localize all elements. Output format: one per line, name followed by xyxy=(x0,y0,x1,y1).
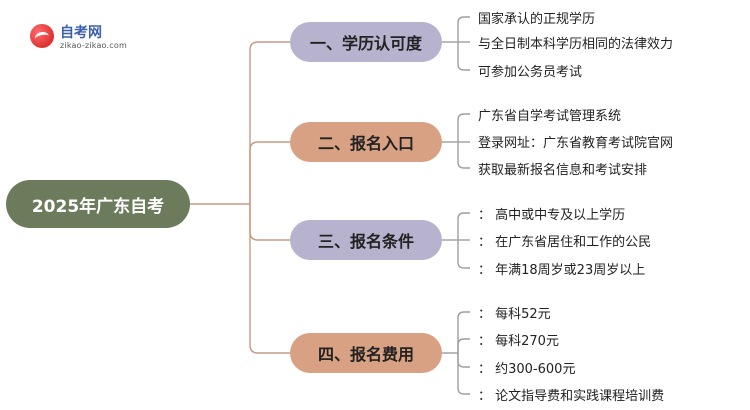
leaf-text: 可参加公务员考试 xyxy=(478,65,583,80)
leaf-connector-2-3 xyxy=(457,142,470,169)
branch-node-4: 四、报名费用 xyxy=(290,333,442,373)
leaf-text: ： 论文指导费和实践课程培训费 xyxy=(478,389,665,404)
leaf-text: ： 每科270元 xyxy=(478,334,559,349)
branch-connector-1 xyxy=(249,41,290,204)
logo-subtitle: zikao-zikao.com xyxy=(60,41,127,50)
branch-node-3: 三、报名条件 xyxy=(290,220,442,260)
leaf-text: ： 每科52元 xyxy=(478,307,551,322)
leaf-connector-1-3 xyxy=(457,42,470,71)
leaf-connector-4-1 xyxy=(457,311,470,353)
leaf-text: ： 年满18周岁或23周岁以上 xyxy=(478,263,646,278)
leaf-text: ： 高中或中专及以上学历 xyxy=(478,208,626,223)
branch-connector-3 xyxy=(249,204,290,241)
leaf-text: 获取最新报名信息和考试安排 xyxy=(478,163,648,178)
leaf-text: ： 在广东省居住和工作的公民 xyxy=(478,235,652,250)
branch-connector-2 xyxy=(249,141,290,204)
branch-connector-4 xyxy=(249,204,290,354)
branch-node-1: 一、学历认可度 xyxy=(290,22,442,62)
leaf-text: 国家承认的正规学历 xyxy=(478,12,596,27)
leaf-text: ： 约300-600元 xyxy=(478,362,576,377)
leaf-connector-3-1 xyxy=(457,212,470,240)
leaf-text: 广东省自学考试管理系统 xyxy=(478,109,622,124)
leaf-connector-4-4 xyxy=(457,353,470,395)
logo-mark-icon xyxy=(30,24,54,48)
root-node: 2025年广东自考 xyxy=(6,180,190,228)
leaf-text: 登录网址：广东省教育考试院官网 xyxy=(478,136,674,151)
leaf-connector-1-1 xyxy=(457,16,470,42)
leaf-connector-3-3 xyxy=(457,240,470,269)
leaf-text: 与全日制本科学历相同的法律效力 xyxy=(478,37,674,52)
branch-node-2: 二、报名入口 xyxy=(290,122,442,162)
leaf-connector-4-3 xyxy=(457,353,470,368)
logo-title: 自考网 xyxy=(60,25,102,41)
leaf-connector-2-1 xyxy=(457,113,470,142)
site-logo: 自考网 zikao-zikao.com xyxy=(30,20,140,52)
leaf-connector-4-2 xyxy=(457,338,470,353)
